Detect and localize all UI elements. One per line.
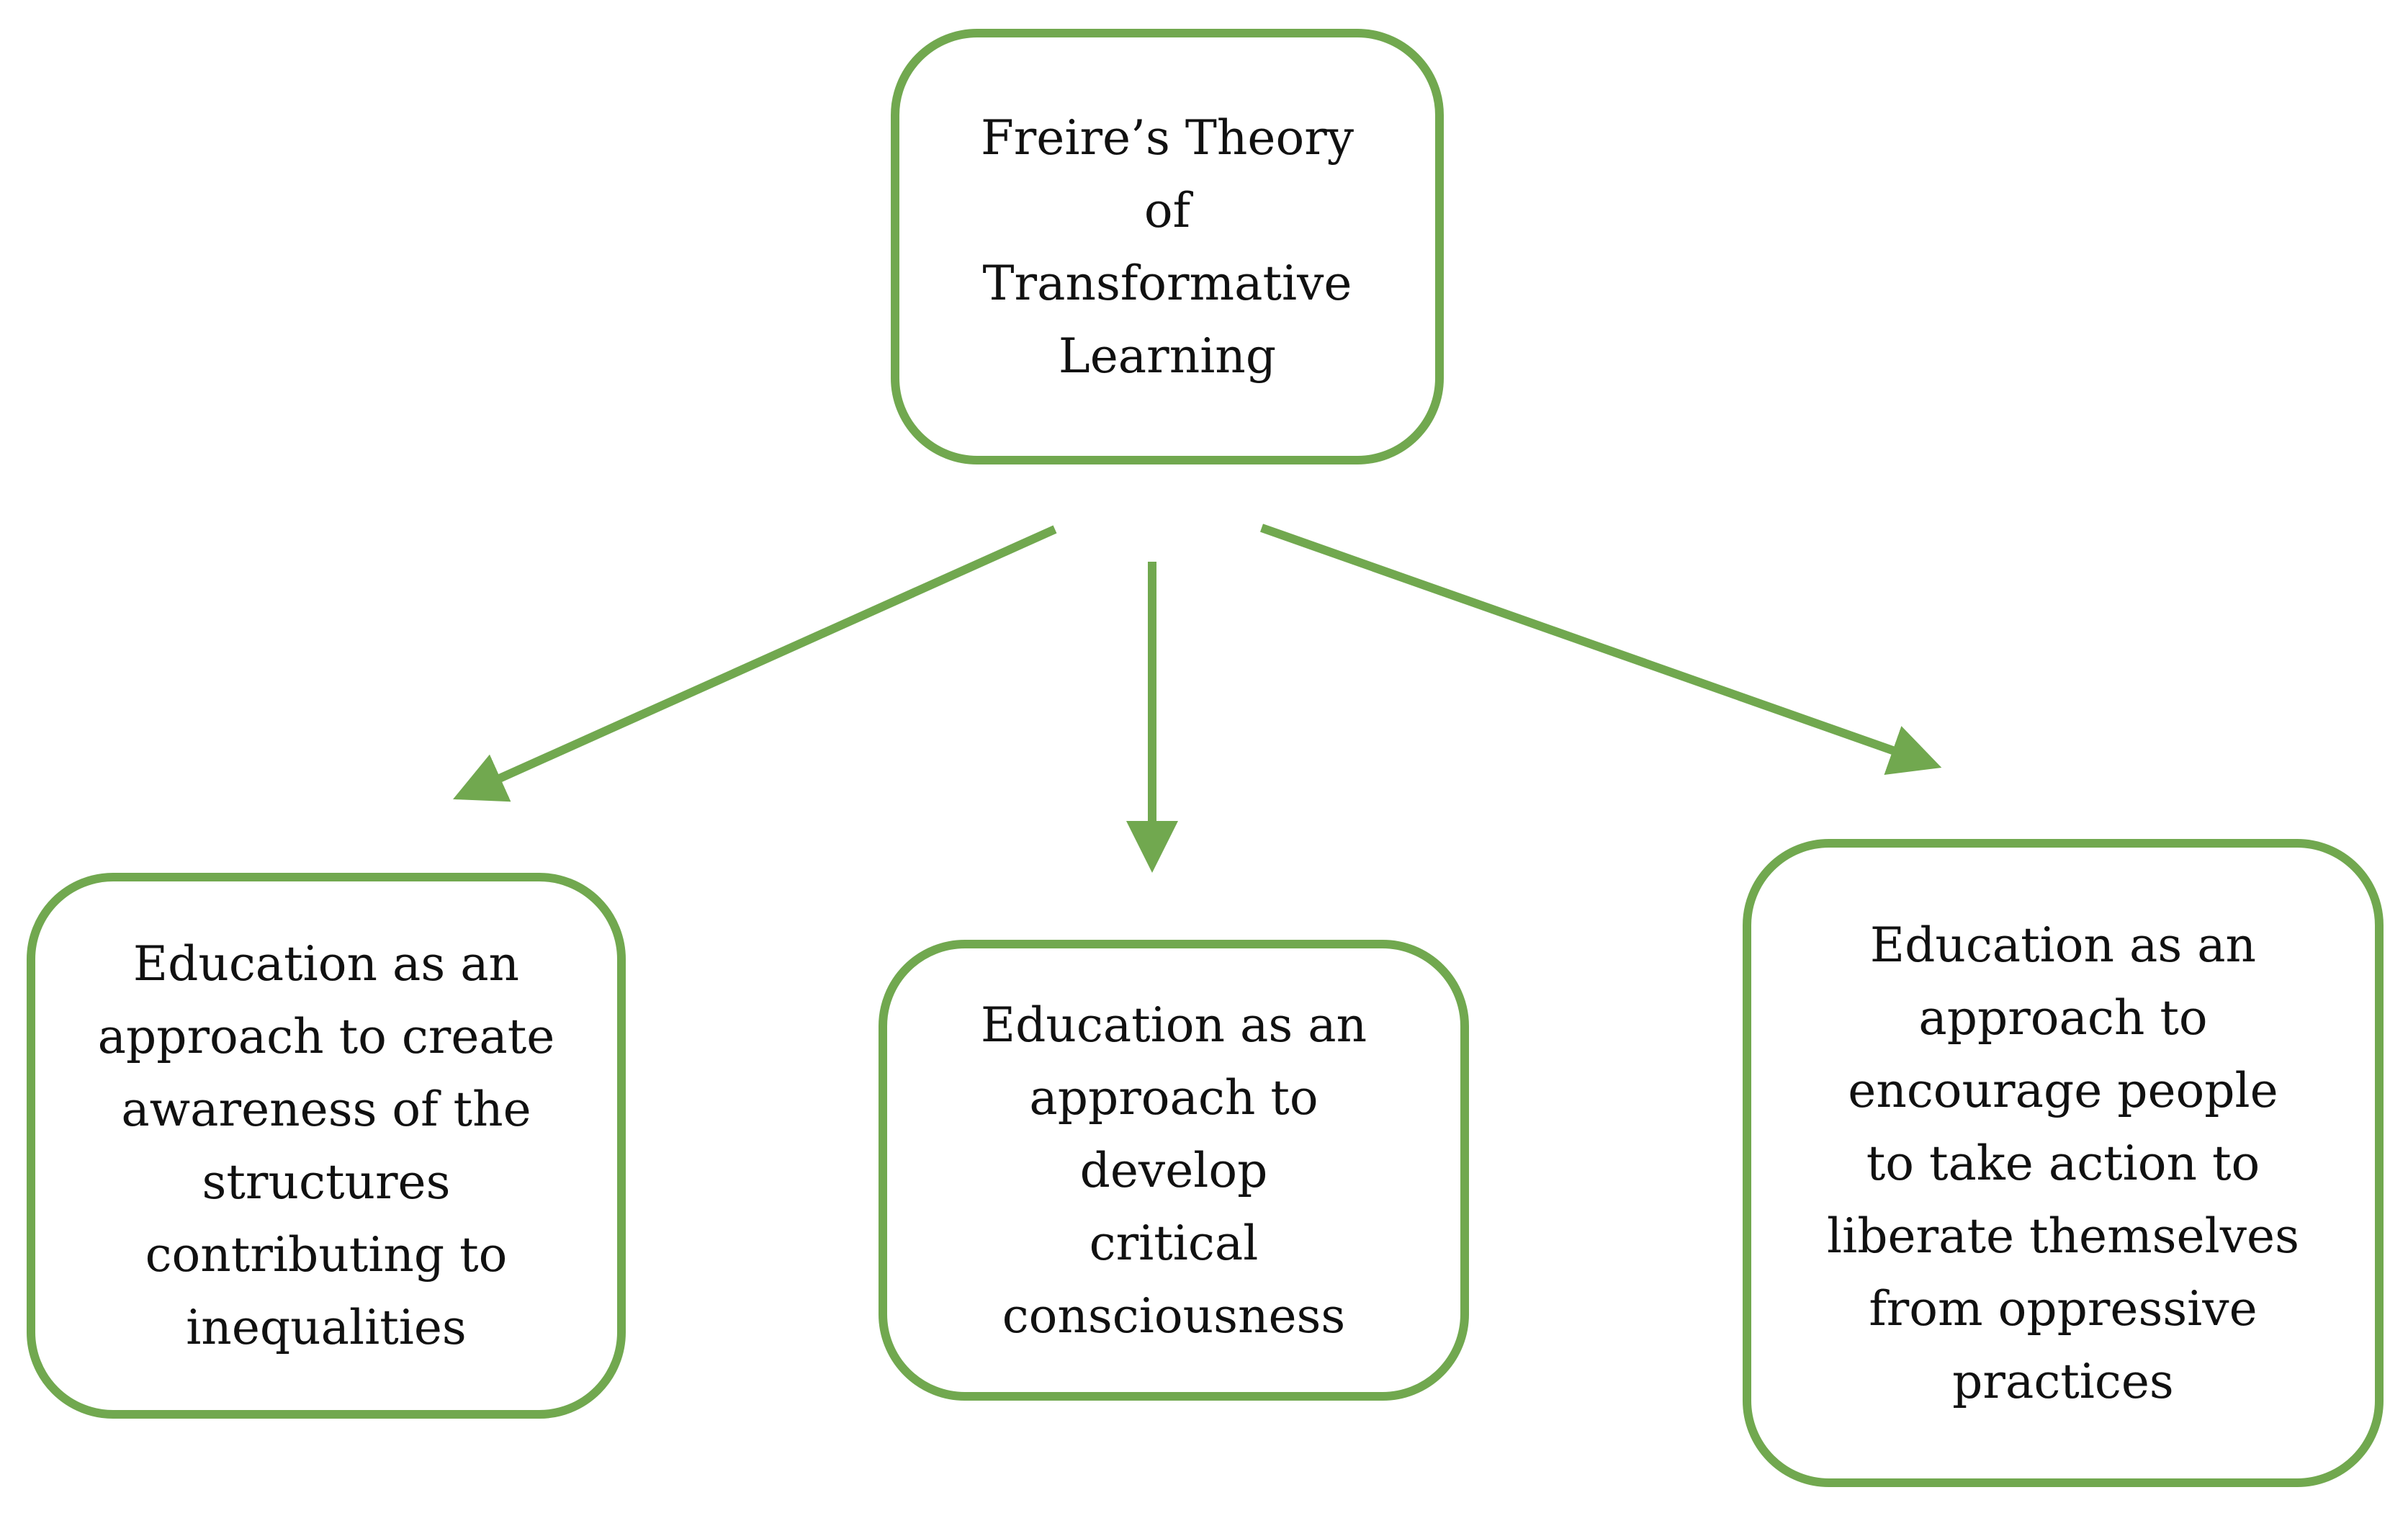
child-line: approach to	[1918, 989, 2208, 1046]
child-node-awareness: Education as an approach to create aware…	[27, 873, 626, 1419]
child-line: contributing to	[145, 1227, 508, 1283]
root-node-text: Freire’s Theory of Transformative Learni…	[981, 102, 1354, 392]
child-node-awareness-text: Education as an approach to create aware…	[98, 928, 555, 1364]
root-line: Learning	[1058, 328, 1277, 384]
child-line: encourage people	[1848, 1062, 2278, 1118]
child-line: consciousness	[1002, 1288, 1346, 1344]
child-line: approach to	[1029, 1069, 1318, 1126]
child-node-take-action-text: Education as an approach to encourage pe…	[1827, 909, 2299, 1418]
child-line: inequalities	[186, 1300, 467, 1355]
child-line: Education as an	[1869, 917, 2257, 973]
child-line: Education as an	[980, 997, 1367, 1053]
child-line: develop	[1079, 1142, 1268, 1198]
root-line: of	[1144, 182, 1191, 238]
arrow-to-left-box	[453, 525, 1057, 802]
child-node-take-action: Education as an approach to encourage pe…	[1743, 839, 2384, 1487]
child-line: structures	[202, 1154, 451, 1210]
child-node-critical-consciousness: Education as an approach to develop crit…	[879, 940, 1469, 1401]
child-line: critical	[1089, 1215, 1259, 1271]
root-line: Transformative	[982, 255, 1352, 311]
root-line: Freire’s Theory	[980, 109, 1354, 166]
child-node-critical-consciousness-text: Education as an approach to develop crit…	[981, 989, 1367, 1352]
child-line: liberate themselves	[1827, 1208, 2299, 1264]
child-line: awareness of the	[121, 1082, 531, 1137]
child-line: to take action to	[1866, 1135, 2260, 1191]
root-node: Freire’s Theory of Transformative Learni…	[891, 29, 1444, 464]
child-line: approach to create	[97, 1009, 555, 1064]
child-line: from oppressive	[1869, 1280, 2258, 1337]
arrow-to-right-box	[1260, 524, 1942, 775]
child-line: practices	[1952, 1353, 2174, 1409]
child-line: Education as an	[132, 936, 520, 992]
